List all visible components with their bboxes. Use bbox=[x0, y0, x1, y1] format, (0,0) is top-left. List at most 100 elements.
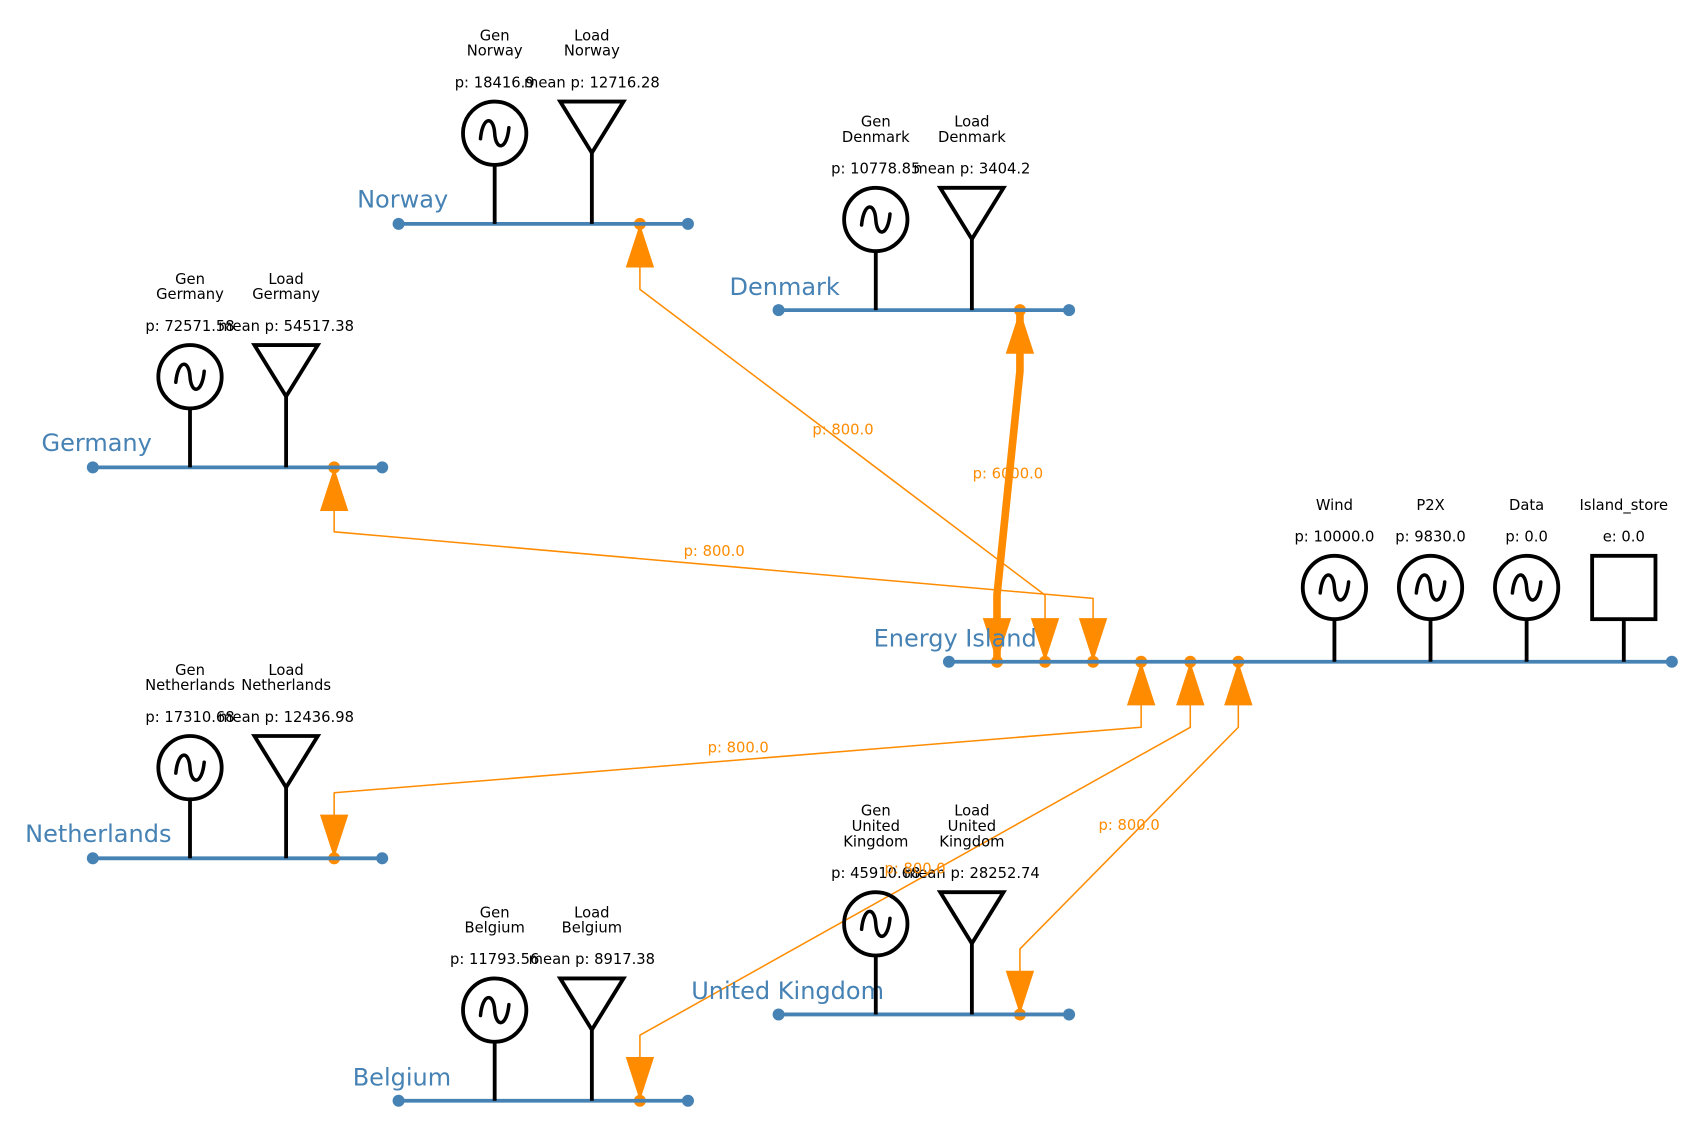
bus-end-right bbox=[1063, 304, 1076, 317]
flow-arrow-icon bbox=[1030, 618, 1060, 662]
bus-end-left bbox=[86, 461, 99, 474]
component-name: Belgium bbox=[464, 920, 524, 937]
component-name: Germany bbox=[156, 286, 224, 303]
generator-icon[interactable] bbox=[1396, 553, 1465, 622]
link-island-denmark[interactable] bbox=[982, 304, 1035, 668]
load-triangle-icon[interactable] bbox=[556, 976, 627, 1034]
bus-netherlands[interactable]: Netherlands bbox=[25, 820, 389, 865]
flow-arrow-icon bbox=[625, 223, 655, 268]
bus-norway[interactable]: Norway bbox=[357, 185, 694, 230]
link-line[interactable] bbox=[1019, 661, 1240, 1015]
bus-island[interactable]: Energy Island bbox=[874, 624, 1678, 668]
component-value: p: 10778.85 bbox=[831, 161, 920, 178]
component-name: Norway bbox=[467, 43, 523, 60]
bus-end-right bbox=[376, 461, 389, 474]
link-island-norway[interactable] bbox=[625, 217, 1060, 668]
link-line[interactable] bbox=[333, 661, 1142, 859]
flow-arrow-icon bbox=[1078, 618, 1108, 662]
flow-arrow-icon bbox=[1005, 970, 1035, 1015]
sine-wave-icon bbox=[478, 119, 511, 148]
component-island-store[interactable]: Island_store e: 0.0 bbox=[1580, 497, 1668, 662]
sine-wave-icon bbox=[478, 995, 511, 1025]
sine-wave-icon bbox=[1318, 573, 1351, 602]
bus-label: Denmark bbox=[729, 273, 839, 301]
generator-icon[interactable] bbox=[461, 99, 529, 167]
component-name: Kingdom bbox=[939, 833, 1004, 850]
component-value: e: 0.0 bbox=[1603, 529, 1645, 546]
generator-icon[interactable] bbox=[156, 343, 224, 411]
link-island-uk[interactable] bbox=[1005, 655, 1253, 1021]
component-value: p: 17310.68 bbox=[145, 709, 234, 726]
bus-end-left bbox=[392, 1094, 405, 1107]
component-name: Netherlands bbox=[145, 677, 235, 694]
component-name: Wind bbox=[1316, 497, 1353, 514]
load-triangle-icon[interactable] bbox=[936, 890, 1007, 948]
component-name: Netherlands bbox=[241, 677, 331, 694]
flow-arrow-icon bbox=[982, 618, 1012, 662]
component-value: mean p: 12436.98 bbox=[218, 709, 354, 726]
bus-belgium[interactable]: Belgium bbox=[353, 1063, 694, 1107]
load-triangle-icon[interactable] bbox=[936, 185, 1007, 243]
component-value: p: 18416.9 bbox=[455, 74, 535, 91]
component-name: Gen bbox=[861, 803, 891, 820]
generator-icon[interactable] bbox=[842, 890, 910, 958]
store-square-icon[interactable] bbox=[1590, 553, 1658, 622]
component-name: Load bbox=[574, 27, 609, 44]
link-flow-label: p: 800.0 bbox=[708, 739, 769, 756]
component-value: mean p: 8917.38 bbox=[529, 951, 655, 968]
link-flow-label: p: 800.0 bbox=[885, 861, 946, 878]
component-value: mean p: 54517.38 bbox=[218, 318, 354, 335]
bus-end-left bbox=[942, 655, 955, 668]
bus-end-left bbox=[772, 304, 785, 317]
generator-icon[interactable] bbox=[1493, 553, 1561, 622]
component-name: Island_store bbox=[1580, 497, 1668, 514]
bus-denmark[interactable]: Denmark bbox=[729, 273, 1076, 317]
component-name: Gen bbox=[480, 904, 510, 921]
generator-icon[interactable] bbox=[1300, 553, 1369, 622]
load-triangle-icon[interactable] bbox=[251, 343, 322, 401]
bus-end-right bbox=[1063, 1008, 1076, 1021]
link-island-netherlands[interactable] bbox=[319, 655, 1156, 865]
bus-end-left bbox=[392, 217, 405, 230]
sine-wave-icon bbox=[859, 205, 892, 234]
link-line[interactable] bbox=[993, 310, 1024, 662]
bus-label: Norway bbox=[357, 185, 448, 213]
component-value: mean p: 12716.28 bbox=[524, 74, 660, 91]
generator-icon[interactable] bbox=[842, 185, 910, 254]
bus-label: Belgium bbox=[353, 1063, 451, 1091]
load-triangle-icon[interactable] bbox=[556, 99, 627, 157]
sine-wave-icon bbox=[859, 909, 892, 939]
bus-germany[interactable]: Germany bbox=[41, 429, 389, 474]
sine-wave-icon bbox=[174, 753, 206, 782]
generator-icon[interactable] bbox=[156, 734, 224, 802]
bus-label: Netherlands bbox=[25, 820, 171, 848]
flow-arrow-icon bbox=[1176, 661, 1205, 706]
bus-uk[interactable]: United Kingdom bbox=[691, 977, 1076, 1021]
link-line[interactable] bbox=[639, 223, 1046, 662]
load-triangle-icon[interactable] bbox=[251, 734, 322, 791]
component-name: Gen bbox=[175, 662, 205, 679]
generator-icon[interactable] bbox=[461, 976, 529, 1044]
link-flow-label: p: 800.0 bbox=[684, 543, 745, 560]
component-name: Germany bbox=[252, 286, 320, 303]
component-name: Load bbox=[268, 662, 303, 679]
